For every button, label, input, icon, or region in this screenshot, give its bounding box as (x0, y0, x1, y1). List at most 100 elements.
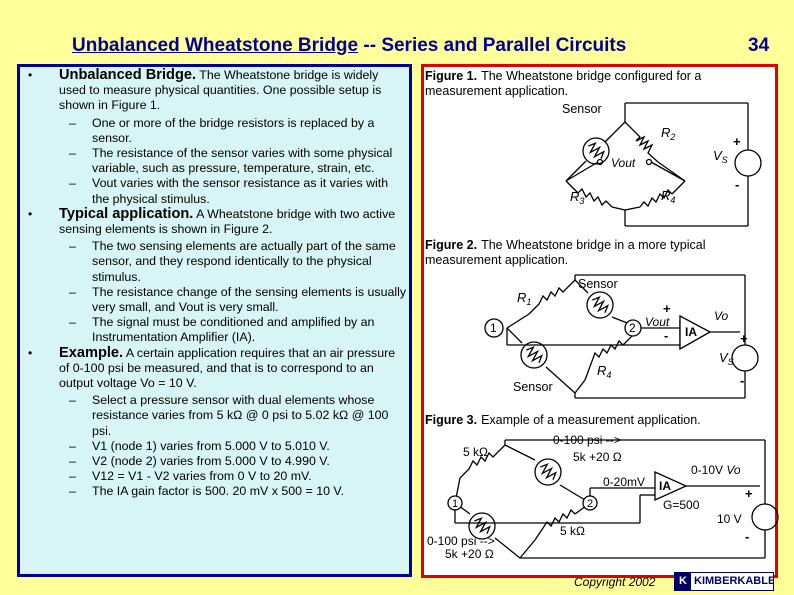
sub-bullet-item: – The resistance change of the sensing el… (22, 285, 407, 315)
sub-bullet-dash: – (69, 315, 76, 330)
title-underlined: Unbalanced Wheatstone Bridge (72, 35, 359, 56)
sub-bullet-dash: – (69, 484, 76, 499)
fig1-caption: Figure 1.The Wheatstone bridge configure… (425, 69, 701, 83)
sub-bullet-text: V1 (node 1) varies from 5.000 V to 5.010… (92, 438, 330, 453)
slide-title: Unbalanced Wheatstone Bridge -- Series a… (72, 35, 626, 57)
fig3-r-top-left: 5 kΩ (463, 445, 488, 459)
bullet-dot: • (28, 206, 33, 221)
fig2-node1: 1 (490, 321, 497, 335)
sub-bullet-dash: – (69, 239, 76, 254)
sub-bullet-dash: – (69, 115, 76, 130)
fig3-node2: 2 (587, 498, 593, 510)
fig2-r4-label: R4 (597, 363, 611, 380)
fig3-sensor-top-2: 5k +20 Ω (573, 450, 622, 464)
fig3-caption: Figure 3.Example of a measurement applic… (425, 413, 701, 427)
sub-bullet-text: The signal must be conditioned and ampli… (92, 315, 375, 345)
fig3-r-bottom-right: 5 kΩ (560, 524, 585, 538)
title-rest: -- Series and Parallel Circuits (358, 35, 627, 56)
fig3-bridge (447, 439, 779, 559)
fig2-r1-label: R1 (517, 290, 531, 307)
sub-bullet-text: The resistance of the sensor varies with… (92, 146, 393, 176)
sub-bullet-dash: – (69, 393, 76, 408)
bullet-list: • Unbalanced Bridge. The Wheatstone bridg… (22, 67, 407, 500)
page-number: 34 (748, 35, 770, 56)
sub-bullet-text: Vout varies with the sensor resistance a… (92, 176, 389, 206)
sub-bullet-item: – V12 = V1 - V2 varies from 0 V to 20 mV. (22, 469, 407, 484)
bullet-text: A certain application requires that an a… (59, 345, 396, 391)
fig3-minus: - (745, 529, 749, 544)
bullet-heading: Typical application. (59, 205, 194, 222)
fig1-bridge (565, 102, 762, 227)
sub-bullet-item: – Vout varies with the sensor resistance … (22, 176, 407, 206)
sub-bullet-text: Select a pressure sensor with dual eleme… (92, 393, 389, 438)
fig1-minus: - (735, 177, 739, 192)
sub-bullet-text: The resistance change of the sensing ele… (92, 284, 407, 315)
sub-bullet-text: V12 = V1 - V2 varies from 0 V to 20 mV. (92, 469, 312, 484)
sub-bullet-text: V2 (node 2) varies from 5.000 V to 4.990… (92, 454, 330, 469)
fig1-vout-label: Vout (611, 156, 636, 170)
sub-bullet-item: – The IA gain factor is 500. 20 mV x 500 … (22, 484, 407, 499)
logo-k-icon: K (675, 573, 691, 590)
fig2-plus-vs: + (740, 331, 748, 346)
text-panel (17, 64, 412, 577)
sub-bullet-item: – The two sensing elements are actually p… (22, 239, 407, 285)
bullet-item: • Typical application. A Wheatstone bridg… (22, 205, 407, 237)
fig2-vo-label: Vo (714, 309, 729, 323)
sub-bullet-text: The IA gain factor is 500. 20 mV x 500 =… (92, 484, 344, 499)
bullet-text: The Wheatstone bridge is widely used to … (59, 68, 382, 113)
bullet-heading: Example. (59, 344, 124, 361)
fig2-minus-vs: - (740, 373, 744, 388)
fig2-vout-label: Vout (645, 315, 670, 329)
bullet-item: • Example. A certain application requires… (22, 344, 407, 392)
sub-bullet-item: – V1 (node 1) varies from 5.000 V to 5.01… (22, 439, 407, 454)
sub-bullet-dash: – (69, 176, 76, 191)
sub-bullet-item: – The signal must be conditioned and ampl… (22, 315, 407, 345)
sub-bullet-text: The two sensing elements are actually pa… (92, 239, 396, 284)
fig3-gain: G=500 (663, 498, 700, 512)
bullet-text: A Wheatstone bridge with two active sens… (59, 206, 396, 237)
fig1-r4-label: R4 (661, 188, 675, 205)
fig1-vs-label: VS (713, 148, 728, 165)
sub-bullet-item: – V2 (node 2) varies from 5.000 V to 4.99… (22, 454, 407, 469)
fig2-caption-b: measurement application. (425, 253, 568, 267)
figure-panel (421, 64, 778, 578)
fig1-caption-b: measurement application. (425, 84, 568, 98)
fig3-out-20mv: 0-20mV (603, 475, 645, 489)
fig1-plus: + (733, 134, 741, 149)
fig2-minus-in: - (664, 328, 668, 343)
fig3-out-10v: 0-10V Vo (691, 463, 741, 477)
fig3-sensor-bot-1: 0-100 psi --> (427, 534, 495, 548)
fig3-plus: + (745, 486, 753, 501)
fig2-sensor-top: Sensor (578, 277, 618, 291)
copyright: Copyright 2002 (574, 575, 656, 589)
sub-bullet-item: – One or more of the bridge resistors is … (22, 116, 407, 146)
bullet-heading: Unbalanced Bridge. (59, 67, 197, 83)
sub-bullet-item: – Select a pressure sensor with dual elem… (22, 393, 407, 439)
bullet-dot: • (28, 345, 33, 360)
fig3-sensor-top-1: 0-100 psi --> (553, 433, 621, 447)
sub-bullet-text: One or more of the bridge resistors is r… (92, 115, 375, 145)
fig3-supply: 10 V (717, 512, 742, 526)
fig3-ia-label: IA (659, 479, 671, 493)
fig1-caption-a: The Wheatstone bridge configured for a (481, 69, 701, 83)
logo-text: KIMBERKABLE (694, 575, 774, 587)
sub-bullet-dash: – (69, 438, 76, 453)
bullet-dot: • (28, 68, 33, 82)
sub-bullet-dash: – (69, 284, 76, 299)
fig2-caption: Figure 2.The Wheatstone bridge in a more… (425, 238, 706, 252)
sub-bullet-item: –The resistance of the sensor varies wit… (22, 146, 407, 176)
fig3-sensor-bot-2: 5k +20 Ω (445, 547, 494, 561)
fig2-vs-label: VS (719, 350, 734, 367)
fig2-bridge (484, 274, 759, 399)
fig2-sensor-bottom: Sensor (513, 380, 553, 394)
bullet-item: • Unbalanced Bridge. The Wheatstone bridg… (22, 67, 407, 114)
fig2-ia-label: IA (685, 325, 697, 339)
fig1-r3-label: R3 (570, 189, 584, 206)
fig1-sensor-label: Sensor (562, 102, 602, 116)
fig1-r2-label: R2 (661, 125, 675, 142)
sub-bullet-dash: – (69, 454, 76, 469)
fig3-node1: 1 (452, 498, 458, 510)
sub-bullet-dash: – (69, 469, 76, 484)
fig2-plus-in: + (663, 301, 671, 316)
